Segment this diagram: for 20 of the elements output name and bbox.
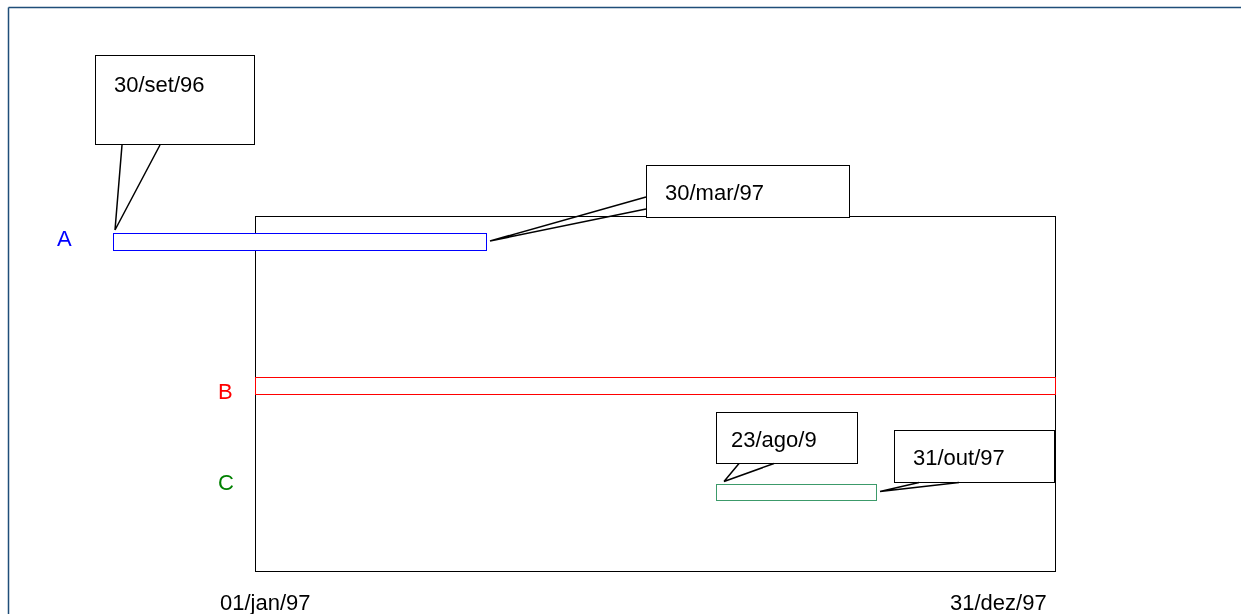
- date-text: 30/set/96: [114, 72, 205, 98]
- date-text: 31/out/97: [913, 444, 1005, 471]
- timeline-bar: [254, 376, 1056, 395]
- date-label: 01/jan/97: [220, 590, 311, 614]
- date-text: 23/ago/9: [731, 426, 817, 453]
- timeline-bar: [716, 483, 877, 501]
- callout-box: [95, 55, 255, 145]
- callout-tail: [879, 481, 960, 493]
- callout-tail: [114, 144, 161, 231]
- row-label: A: [57, 226, 72, 252]
- row-label: B: [218, 379, 233, 405]
- callout-box: [646, 165, 850, 218]
- callout-box: [716, 411, 858, 464]
- callout-box: [894, 429, 1055, 483]
- callout-tail: [489, 196, 647, 242]
- date-label: 31/dez/97: [950, 590, 1047, 614]
- row-label: C: [218, 470, 234, 496]
- date-text: 30/mar/97: [665, 180, 765, 206]
- timeline-bar: [113, 233, 487, 251]
- period-frame: [255, 216, 1056, 572]
